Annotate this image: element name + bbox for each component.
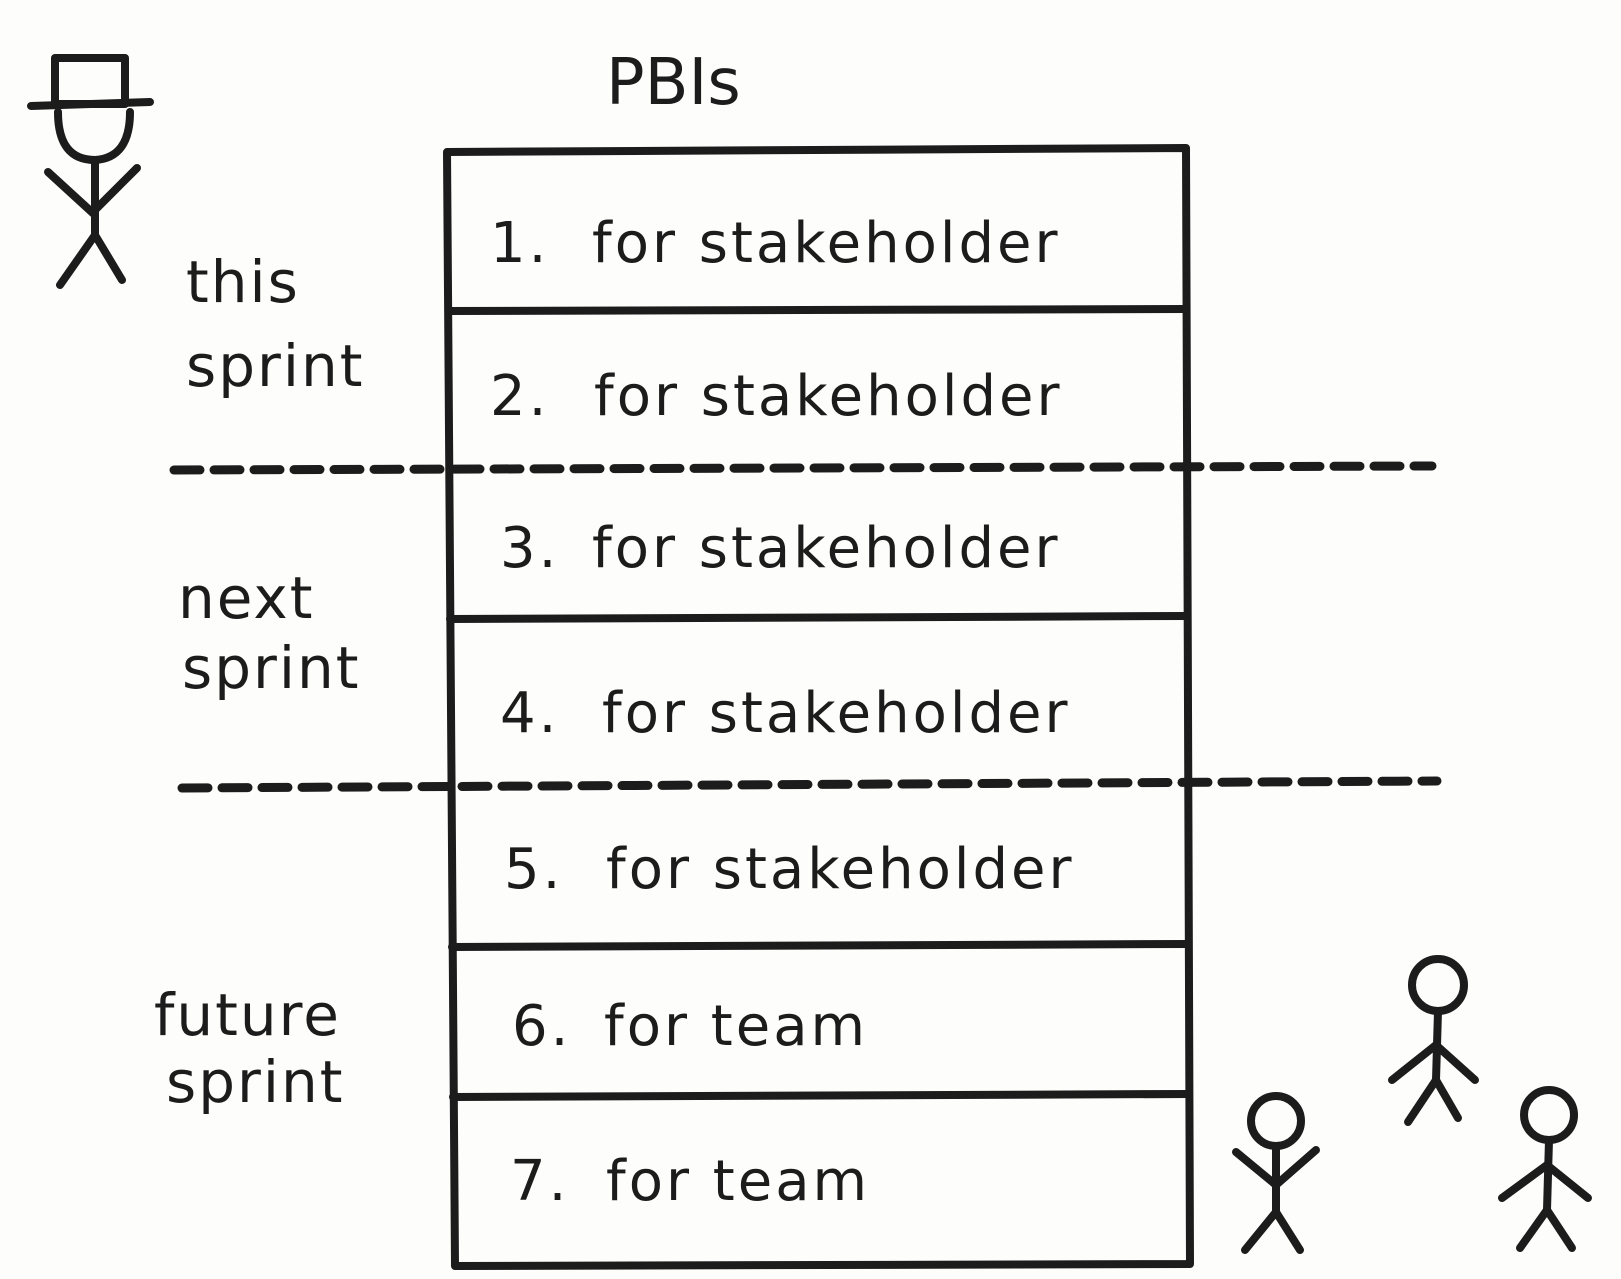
backlog-item-6: 6. for team xyxy=(512,994,868,1059)
backlog-item-5: 5. for stakeholder xyxy=(504,837,1074,902)
item-number: 5. xyxy=(504,837,563,902)
item-text: for team xyxy=(606,1149,870,1214)
diagram-title: PBIs xyxy=(606,46,741,120)
label-line: next xyxy=(178,564,315,632)
label-line: sprint xyxy=(182,634,361,702)
team-member-icon xyxy=(1388,955,1479,1126)
team-member-icon xyxy=(1232,1092,1320,1254)
sprint-label-future: future sprint xyxy=(154,981,345,1116)
item-text: for stakeholder xyxy=(592,211,1060,276)
item-number: 2. xyxy=(490,364,549,429)
item-text: for stakeholder xyxy=(592,516,1060,581)
backlog-box xyxy=(443,144,1194,1270)
item-number: 3. xyxy=(500,516,559,581)
label-line: sprint xyxy=(166,1048,345,1116)
backlog-item-3: 3. for stakeholder xyxy=(500,516,1060,581)
stakeholder-figure-icon xyxy=(27,54,154,289)
label-line: future xyxy=(154,981,341,1049)
item-text: for team xyxy=(604,994,868,1059)
sprint-label-next: next sprint xyxy=(178,564,361,702)
backlog-item-7: 7. for team xyxy=(510,1149,870,1214)
backlog-item-2: 2. for stakeholder xyxy=(490,364,1062,429)
item-text: for stakeholder xyxy=(594,364,1062,429)
item-text: for stakeholder xyxy=(602,681,1070,746)
label-line: sprint xyxy=(186,332,365,400)
team-member-icon xyxy=(1498,1086,1592,1252)
item-number: 6. xyxy=(512,994,571,1059)
item-text: for stakeholder xyxy=(606,837,1074,902)
sprint-dividers xyxy=(169,461,1442,793)
backlog-item-1: 1. for stakeholder xyxy=(490,211,1060,276)
item-number: 7. xyxy=(510,1149,569,1214)
sprint-divider-1 xyxy=(169,461,1437,475)
sprint-label-this: this sprint xyxy=(186,248,365,400)
item-number: 1. xyxy=(490,211,549,276)
backlog-item-4: 4. for stakeholder xyxy=(500,681,1070,746)
label-line: this xyxy=(186,248,300,316)
item-number: 4. xyxy=(500,681,559,746)
sprint-divider-2 xyxy=(177,776,1442,793)
